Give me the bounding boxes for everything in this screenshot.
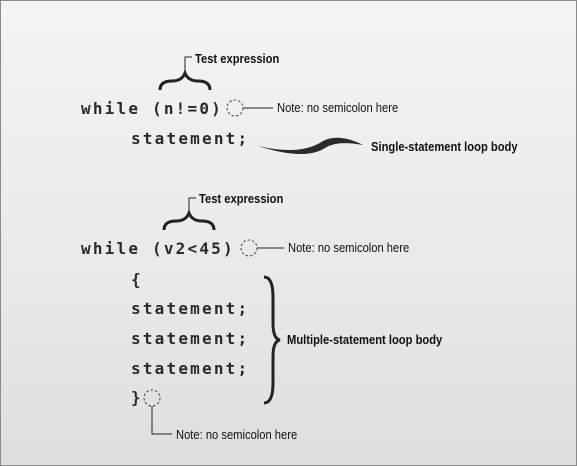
statement-2: statement; <box>131 329 250 348</box>
test-expression-leader-2 <box>188 197 196 212</box>
brace-semicolon-leader <box>151 406 172 435</box>
single-body-label: Single-statement loop body <box>371 139 518 154</box>
single-statement: statement; <box>131 129 250 148</box>
multi-body-label: Multiple-statement loop body <box>287 332 443 347</box>
statement-1: statement; <box>131 299 250 318</box>
while-header-2: while (v2<45) <box>81 239 235 258</box>
semicolon-note-2: Note: no semicolon here <box>288 240 410 255</box>
open-brace: { <box>131 270 143 289</box>
test-expression-label-1: Test expression <box>195 51 280 66</box>
semicolon-circle-2 <box>240 239 258 257</box>
semicolon-circle-1 <box>226 99 244 117</box>
brace-semicolon-circle <box>143 389 161 407</box>
single-body-swoosh <box>258 137 363 155</box>
test-expression-leader-1 <box>184 56 192 72</box>
test-expression-label-2: Test expression <box>199 191 284 206</box>
brace-semicolon-note: Note: no semicolon here <box>176 427 298 442</box>
multi-body-brace <box>263 275 281 405</box>
semicolon-note-1: Note: no semicolon here <box>277 100 399 115</box>
test-expression-bracket-2 <box>162 208 216 231</box>
while-header-1: while (n!=0) <box>81 99 223 118</box>
statement-3: statement; <box>131 359 250 378</box>
test-expression-bracket-1 <box>158 68 212 91</box>
close-brace: } <box>131 388 143 407</box>
